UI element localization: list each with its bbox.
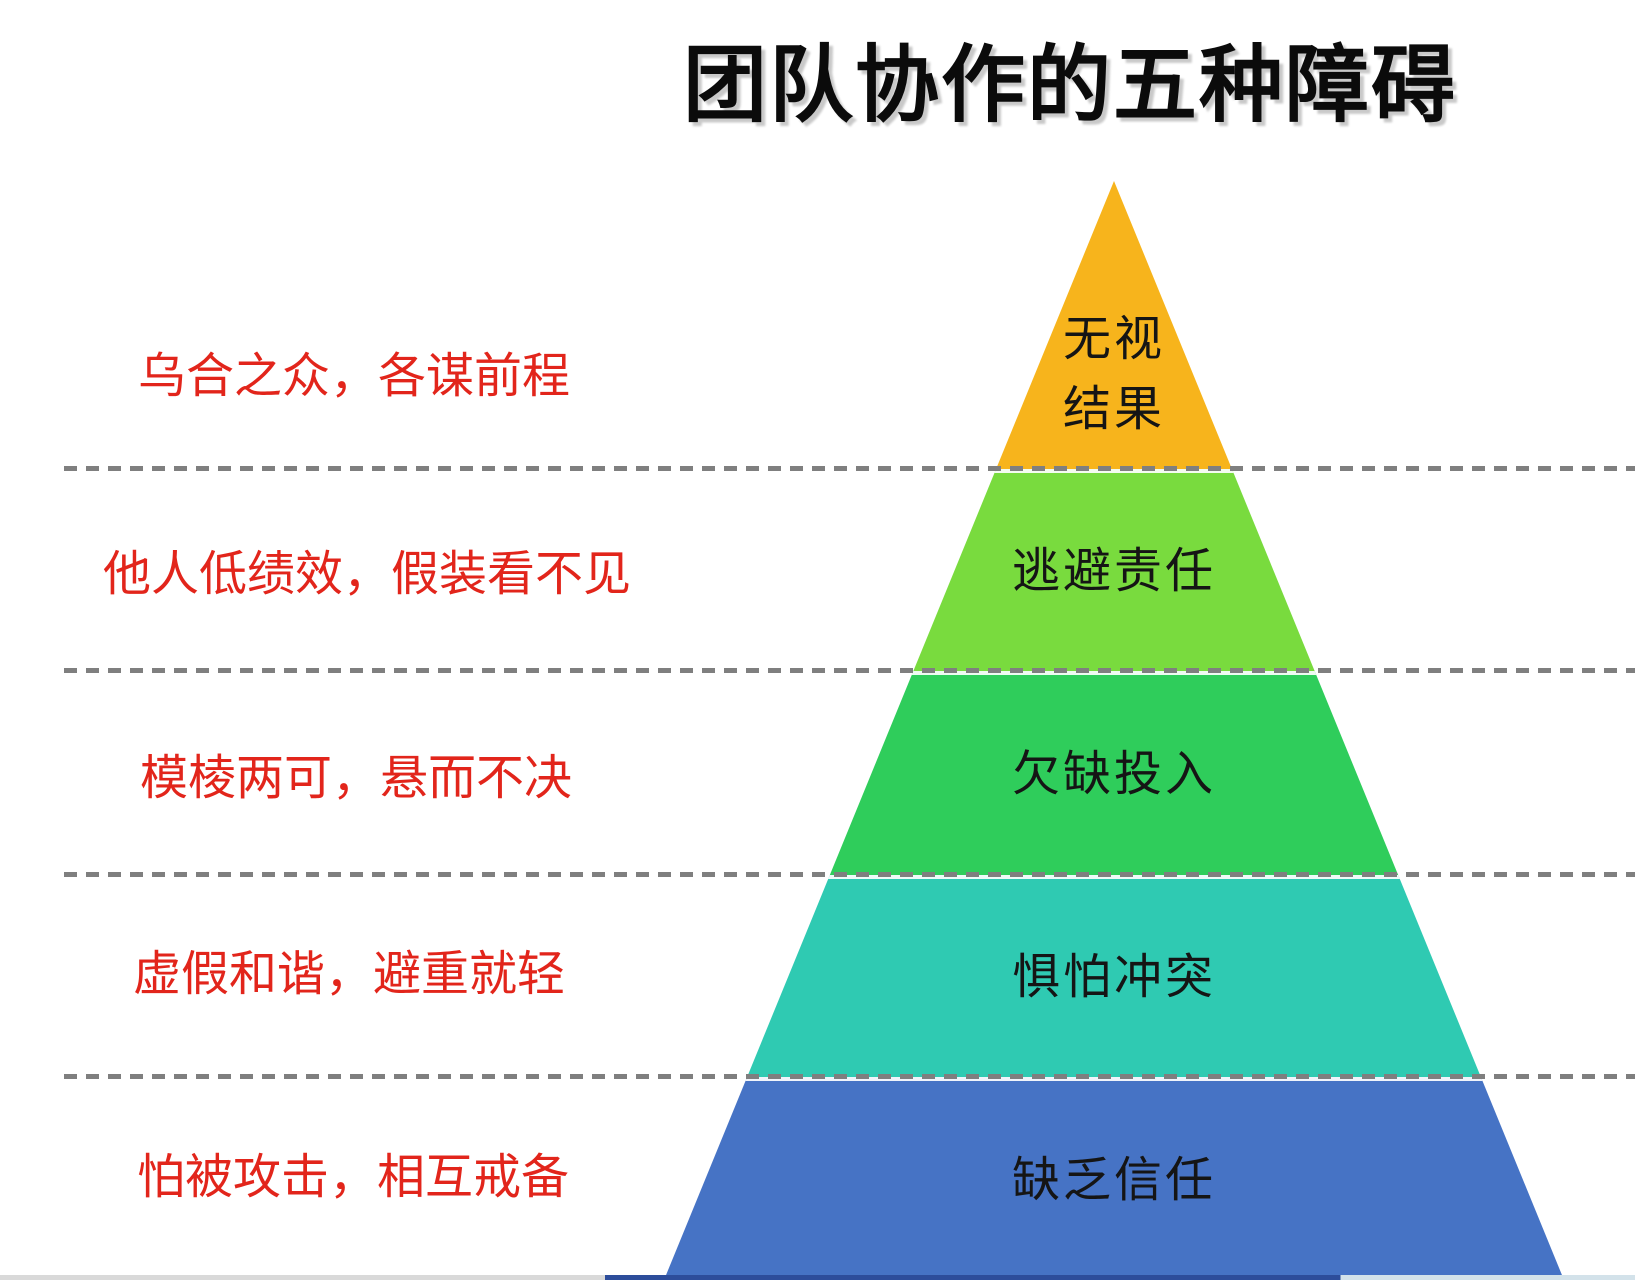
annotation-ignore-results: 乌合之众，各谋前程 [138, 350, 571, 403]
pyramid-layer-label: 无视 结果 [1063, 305, 1165, 445]
pyramid-layer-absence-trust: 缺乏信任 [664, 1077, 1564, 1280]
layer-separator-3 [64, 872, 1635, 877]
pyramid-layer-label: 欠缺投入 [1011, 748, 1216, 801]
annotation-lack-commitment: 模棱两可，悬而不决 [140, 752, 573, 805]
page-title: 团队协作的五种障碍 [682, 38, 1457, 132]
annotation-absence-trust: 怕被攻击，相互戒备 [137, 1151, 570, 1204]
layer-separator-2 [64, 668, 1635, 673]
pyramid-layer-ignore-results: 无视 结果 [664, 181, 1564, 469]
bottom-edge [0, 1275, 1635, 1280]
pyramid: 无视 结果 逃避责任 欠缺投入 惧怕冲突 缺乏信任 [664, 181, 1564, 1280]
layer-label-line-2: 结果 [1062, 383, 1165, 436]
layer-separator-1 [64, 466, 1635, 471]
annotation-fear-conflict: 虚假和谐，避重就轻 [133, 948, 566, 1001]
pyramid-layer-label: 逃避责任 [1011, 545, 1216, 598]
pyramid-layer-lack-commitment: 欠缺投入 [664, 671, 1564, 875]
pyramid-layer-fear-conflict: 惧怕冲突 [664, 875, 1564, 1077]
pyramid-layer-avoid-accountability: 逃避责任 [664, 469, 1564, 671]
pyramid-layer-label: 惧怕冲突 [1011, 951, 1216, 1004]
layer-separator-4 [64, 1074, 1635, 1079]
pyramid-layer-label: 缺乏信任 [1011, 1153, 1216, 1207]
layer-label-line-1: 无视 [1062, 313, 1165, 366]
annotation-avoid-accountability: 他人低绩效，假装看不见 [103, 548, 632, 601]
